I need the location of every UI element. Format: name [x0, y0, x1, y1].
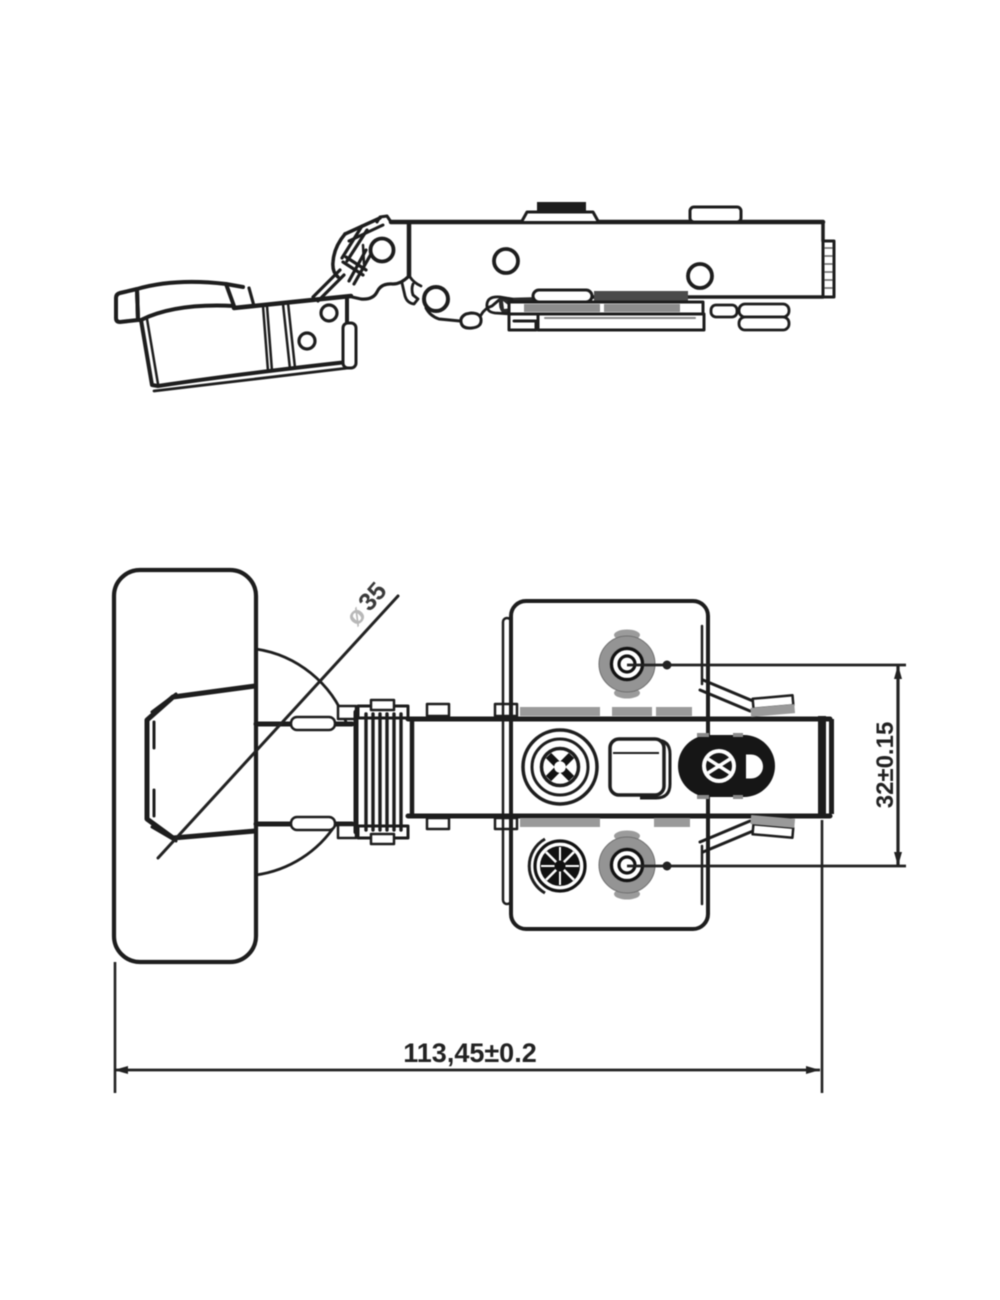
svg-text:32±0.15: 32±0.15: [872, 722, 899, 809]
svg-text:113,45±0.2: 113,45±0.2: [403, 1038, 536, 1068]
